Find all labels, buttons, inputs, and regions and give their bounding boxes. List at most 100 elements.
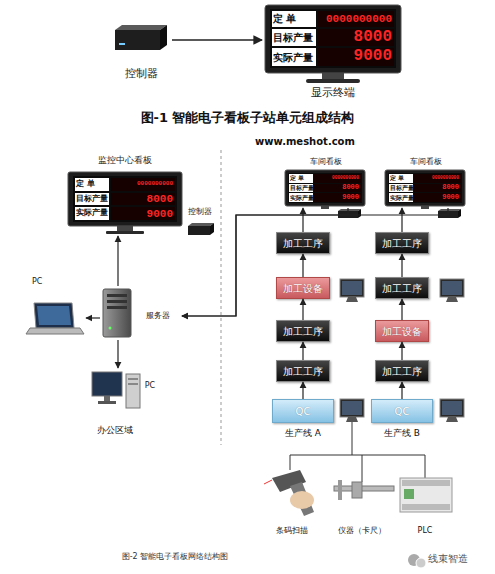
connector-arrow [182, 208, 348, 316]
connector-arrow [117, 340, 118, 368]
server-tower [103, 289, 131, 337]
board-digits: 9000 [314, 193, 361, 202]
connector-arrow [401, 299, 402, 320]
equipment-box: 加工设备 [375, 320, 429, 342]
board-digits: 9000 [111, 207, 175, 220]
connector-arrow [182, 208, 448, 316]
monitor-base [106, 231, 144, 234]
board-label: 实际产量 [389, 193, 413, 202]
plc-body [400, 478, 452, 512]
board-digits: 0000000000 [314, 174, 361, 183]
monitor-bezel [385, 170, 465, 206]
monitor-stand [117, 226, 133, 231]
device-label: 仪器（卡尺） [326, 526, 398, 536]
figure-caption: 图-2 智能电子看板网络结构图 [40, 552, 310, 562]
connector-arrow [86, 317, 100, 318]
workshop-board: 车间看板定 单0000000000目标产量8000实际产量9000 [382, 158, 470, 208]
board-label: 定 单 [272, 11, 316, 27]
box-text: 加工设备 [382, 326, 422, 337]
controller-top [338, 209, 361, 211]
watermark: www.meshot.com [250, 136, 360, 148]
scanner-hand [290, 491, 314, 509]
controller-node: 控制器 [184, 208, 216, 242]
scanner-beam [264, 480, 272, 484]
terminal-screen [342, 401, 362, 415]
board-digits: 0000000000 [318, 11, 394, 27]
board-digits: 0000000000 [414, 174, 461, 183]
board-label: 实际产量 [272, 48, 316, 66]
monitor-stand [421, 206, 429, 209]
device-wire [290, 455, 291, 470]
plc-terminals [402, 504, 450, 510]
connector-arrow [302, 299, 303, 320]
box-text: QC [395, 406, 410, 417]
controller-side [210, 223, 214, 235]
plc-panel [404, 489, 414, 499]
process-box: 加工工序 [276, 232, 330, 254]
device-wire [362, 455, 363, 482]
terminal-frame [340, 399, 364, 417]
terminal-frame [440, 399, 464, 417]
connector-arrow [172, 39, 262, 41]
controller-body [438, 211, 458, 218]
node-label: 车间看板 [382, 158, 470, 167]
board-label: 定 单 [75, 178, 109, 191]
server-bay [107, 294, 127, 297]
box-text: 加工工序 [382, 238, 422, 249]
server-bay [107, 306, 127, 309]
line-label: 生产线 B [367, 428, 437, 439]
tower-slot [128, 378, 138, 380]
process-box: 加工工序 [375, 232, 429, 254]
controller-side [358, 209, 361, 218]
desktop-stand [104, 396, 110, 401]
controller-side [458, 209, 461, 218]
board-digits: 8000 [314, 184, 361, 193]
board-label: 目标产量 [289, 184, 313, 193]
controller-top [438, 209, 461, 211]
controller-top [115, 25, 167, 30]
board-label: 目标产量 [272, 29, 316, 47]
equipment-box: 加工设备 [276, 277, 330, 299]
laptop-node: PC [28, 278, 86, 338]
terminal-screen [442, 401, 462, 415]
led-board: 定 单0000000000目标产量8000实际产量9000 [73, 176, 177, 222]
connector-arrow [302, 254, 303, 277]
connector-arrow [117, 236, 118, 286]
caliper-slider [352, 482, 362, 498]
terminal-stand [346, 297, 358, 302]
monitor-bezel [68, 172, 182, 226]
board-label: 目标产量 [389, 184, 413, 193]
node-label: 监控中心看板 [66, 156, 184, 166]
device-label: 条码扫描 [262, 526, 322, 536]
box-text: 加工工序 [283, 326, 323, 337]
node-label: 车间看板 [282, 158, 370, 167]
laptop-screen [34, 303, 74, 328]
terminal-frame [340, 279, 364, 297]
board-digits: 8000 [318, 29, 394, 47]
desktop-tower [126, 374, 140, 408]
terminal-stand [446, 417, 458, 422]
box-text: QC [296, 406, 311, 417]
desktop-node: PC [90, 368, 162, 412]
caliper-bar [334, 486, 394, 491]
connector-arrow [401, 382, 402, 399]
box-text: 加工工序 [382, 366, 422, 377]
connector-arrow [302, 342, 303, 360]
board-label: 定 单 [289, 174, 313, 183]
watermark: 线束智造 [428, 553, 490, 565]
process-box: 加工工序 [276, 320, 330, 342]
controller-body [338, 211, 358, 218]
plc-terminals [402, 480, 450, 486]
monitor-base [306, 79, 360, 83]
desktop-monitor [92, 372, 122, 396]
area-divider [221, 150, 222, 445]
terminal-frame [440, 279, 464, 297]
monitor-bezel [265, 5, 401, 73]
node-label: PC [32, 278, 62, 287]
desktop-base [98, 401, 116, 404]
box-text: 加工工序 [283, 366, 323, 377]
server-led [109, 327, 112, 330]
box-text: 加工工序 [382, 283, 422, 294]
controller-top [188, 223, 214, 226]
